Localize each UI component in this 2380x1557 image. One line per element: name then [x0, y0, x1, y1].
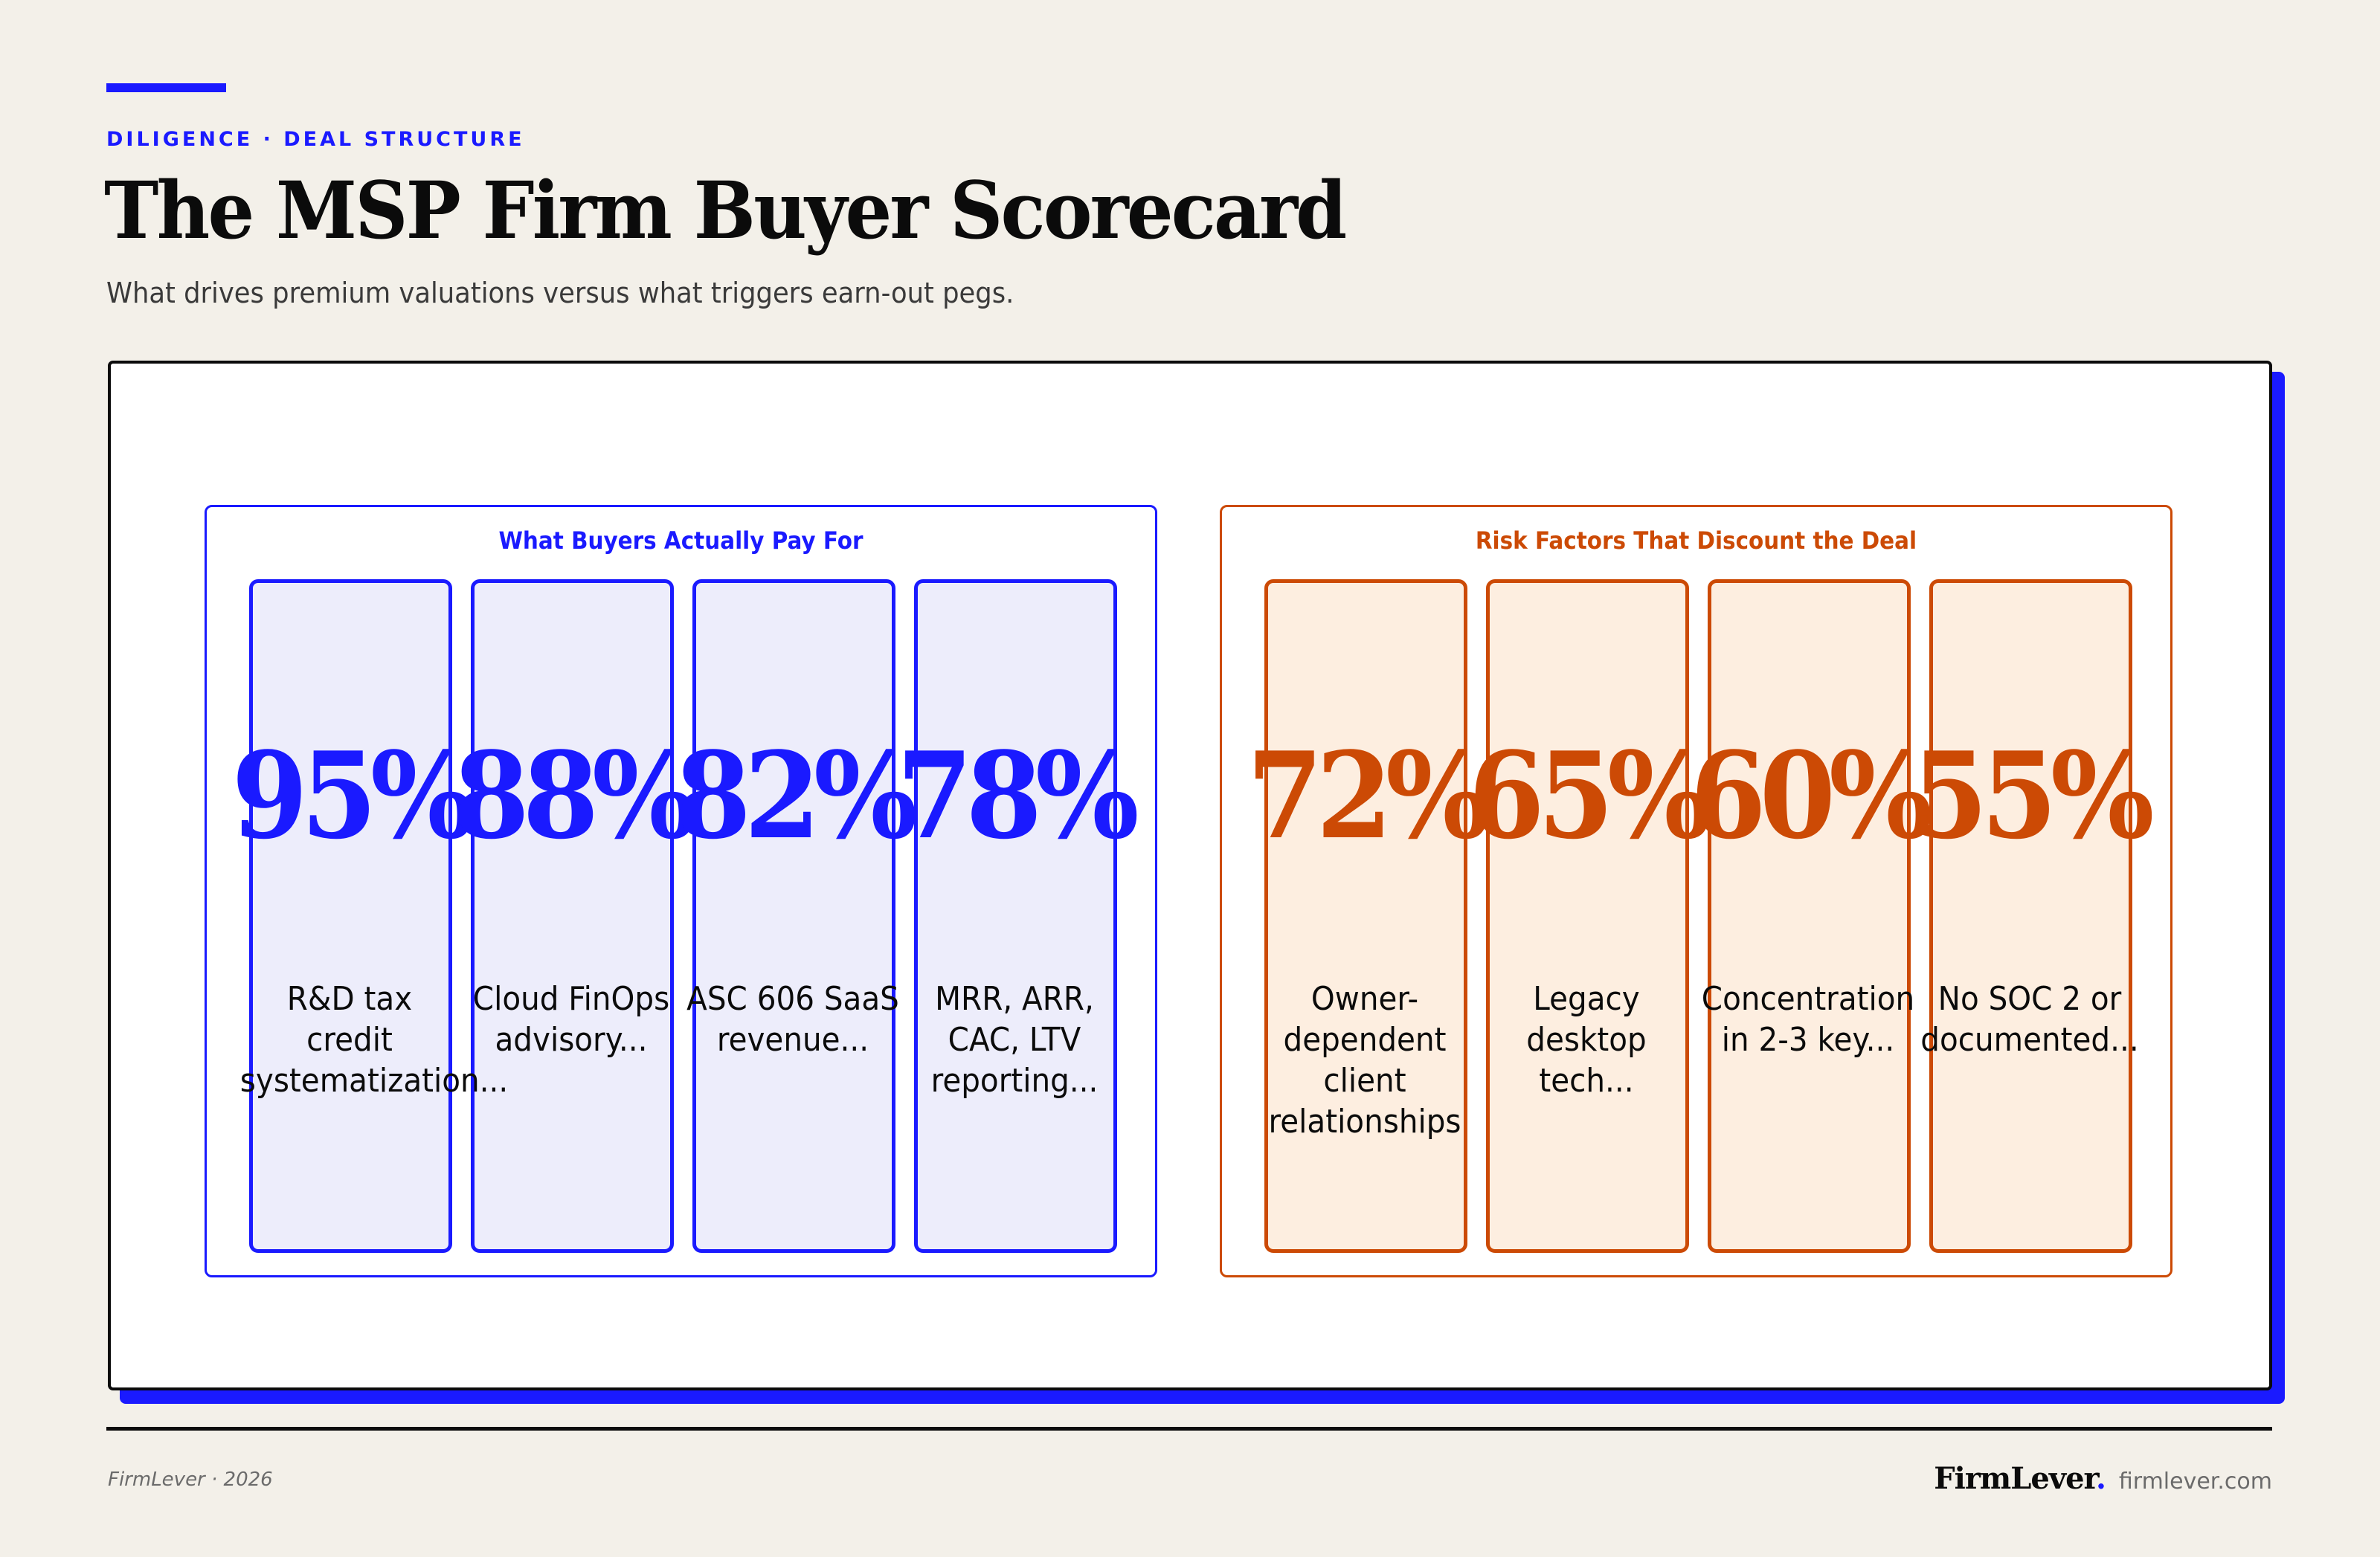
score-tile [249, 579, 452, 1253]
group-pay-for: What Buyers Actually Pay For [205, 505, 1157, 1277]
logo-dot: . [2095, 1461, 2106, 1496]
score-tile [1708, 579, 1911, 1253]
footer-brand: FirmLever. firmlever.com [1934, 1461, 2272, 1496]
group-risk-factors: Risk Factors That Discount the Deal [1220, 505, 2172, 1277]
logo-text: FirmLever [1934, 1461, 2097, 1496]
score-tile [1264, 579, 1467, 1253]
footer-credit: FirmLever · 2026 [108, 1469, 273, 1491]
score-tile [471, 579, 674, 1253]
eyebrow: DILIGENCE · DEAL STRUCTURE [106, 128, 525, 151]
page-subtitle: What drives premium valuations versus wh… [106, 277, 1014, 309]
group-title: What Buyers Actually Pay For [498, 526, 863, 555]
brand-logo: FirmLever. [1934, 1461, 2106, 1496]
score-tile [1486, 579, 1689, 1253]
group-title: Risk Factors That Discount the Deal [1475, 526, 1917, 555]
site-link[interactable]: firmlever.com [2118, 1469, 2272, 1495]
score-tile [914, 579, 1117, 1253]
scorecard-card: What Buyers Actually Pay For Risk Factor… [108, 361, 2272, 1390]
footer-divider [106, 1427, 2272, 1431]
page-title: The MSP Firm Buyer Scorecard [104, 164, 1347, 257]
score-tile [1929, 579, 2132, 1253]
score-tile [692, 579, 895, 1253]
accent-bar [106, 83, 226, 92]
